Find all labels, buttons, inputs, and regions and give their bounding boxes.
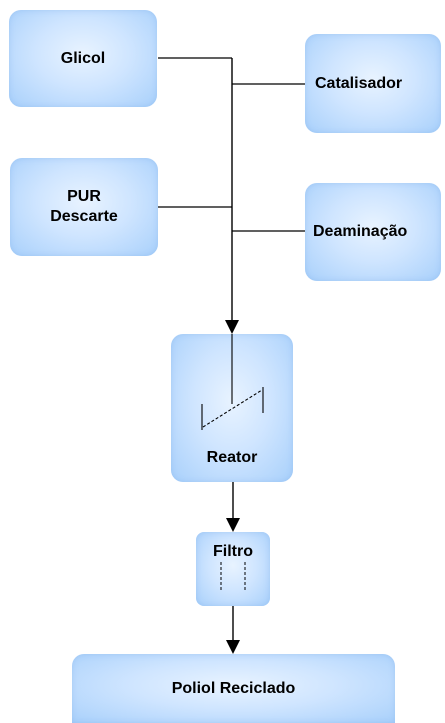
node-deaminacao: Deaminação: [305, 183, 441, 281]
node-filtro: Filtro: [196, 532, 270, 606]
node-glicol: Glicol: [9, 10, 157, 107]
arrowhead-reator: [225, 320, 239, 334]
node-poliol-reciclado-label: Poliol Reciclado: [171, 679, 296, 697]
node-reator-label: Reator: [206, 449, 258, 466]
node-catalisador-label: Catalisador: [315, 74, 403, 92]
node-catalisador: Catalisador: [305, 34, 441, 133]
filtro-symbol: [220, 562, 246, 592]
arrowhead-poliol: [226, 640, 240, 654]
node-pur-descarte: PUR Descarte: [10, 158, 158, 256]
node-glicol-label: Glicol: [60, 49, 106, 67]
node-filtro-label: Filtro: [213, 543, 253, 560]
node-pur-descarte-label: PUR Descarte: [50, 188, 118, 225]
node-poliol-reciclado: Poliol Reciclado: [72, 654, 395, 723]
arrowhead-filtro: [226, 518, 240, 532]
reator-mixer-symbol: [201, 334, 264, 430]
node-deaminacao-label: Deaminação: [313, 223, 408, 240]
